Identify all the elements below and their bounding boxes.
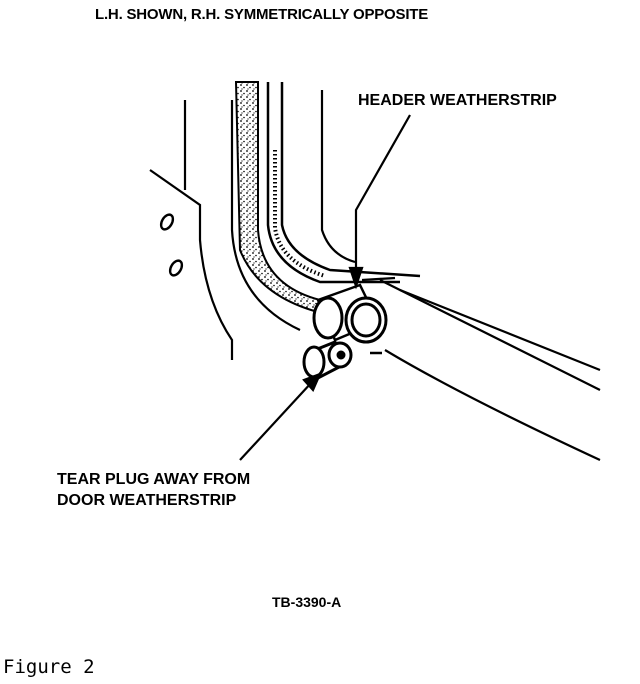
tear-plug-label-line1: TEAR PLUG AWAY FROM — [57, 471, 251, 488]
figure-caption: Figure 2 — [3, 656, 95, 678]
screw-hole-upper — [159, 213, 175, 231]
tear-plug-label-line2: DOOR WEATHERSTRIP — [57, 492, 237, 509]
arrow-head-icon — [348, 266, 364, 290]
header-weatherstrip-label: HEADER WEATHERSTRIP — [358, 92, 557, 109]
screw-hole-lower — [168, 259, 184, 277]
header-weatherstrip-leader — [354, 114, 411, 272]
header-weatherstrip-band — [266, 82, 421, 284]
tear-plug-leader — [239, 381, 313, 461]
callout-leaders — [239, 114, 411, 461]
screw-hole-icons — [159, 213, 184, 277]
sill-lines — [379, 279, 601, 461]
door-frame — [149, 90, 356, 360]
torn-plug — [302, 340, 353, 381]
diagram-header-note: L.H. SHOWN, R.H. SYMMETRICALLY OPPOSITE — [95, 6, 429, 23]
arrow-head-icon — [302, 372, 323, 393]
drawing-code: TB-3390-A — [272, 594, 342, 610]
tear-plug-label: TEAR PLUG AWAY FROM DOOR WEATHERSTRIP — [57, 469, 250, 511]
header-plug — [312, 283, 388, 344]
